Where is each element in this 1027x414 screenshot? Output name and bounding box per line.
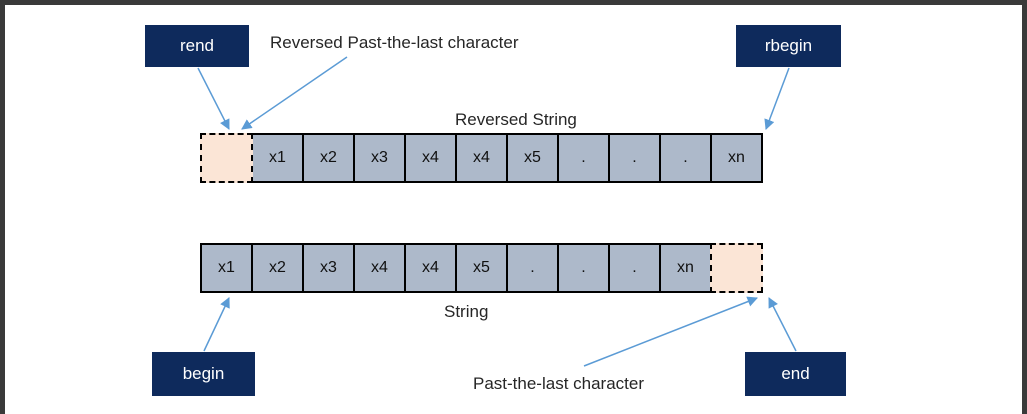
diagram-canvas [5,5,1022,414]
string-cell: x4 [353,243,406,293]
string-cell: x5 [455,243,508,293]
reversed-cell: . [557,133,610,183]
reversed-string-row: x1 x2 x3 x4 x4 x5 . . . xn [200,133,763,183]
rbegin-label: rbegin [736,25,841,67]
reversed-cell: x3 [353,133,406,183]
reversed-past-the-last-caption: Reversed Past-the-last character [270,33,519,52]
string-row: x1 x2 x3 x4 x4 x5 . . . xn [200,243,763,293]
string-cell: xn [659,243,712,293]
end-label: end [745,352,846,396]
reversed-cell: . [608,133,661,183]
string-cell: x2 [251,243,304,293]
reversed-cell: . [659,133,712,183]
past-the-last-caption: Past-the-last character [473,374,645,393]
reversed-cell: x4 [404,133,457,183]
string-cell: x4 [404,243,457,293]
reversed-cell: x4 [455,133,508,183]
string-cell: . [506,243,559,293]
reversed-past-the-last-cell [200,133,253,183]
string-cell: . [557,243,610,293]
reversed-cell: x5 [506,133,559,183]
reversed-cell: x2 [302,133,355,183]
string-cell: x1 [200,243,253,293]
string-caption: String [444,302,489,321]
rend-label: rend [145,25,249,67]
reversed-cell: x1 [251,133,304,183]
reversed-string-caption: Reversed String [455,110,577,129]
past-the-last-cell [710,243,763,293]
begin-label: begin [152,352,255,396]
string-cell: x3 [302,243,355,293]
reversed-cell: xn [710,133,763,183]
string-cell: . [608,243,661,293]
